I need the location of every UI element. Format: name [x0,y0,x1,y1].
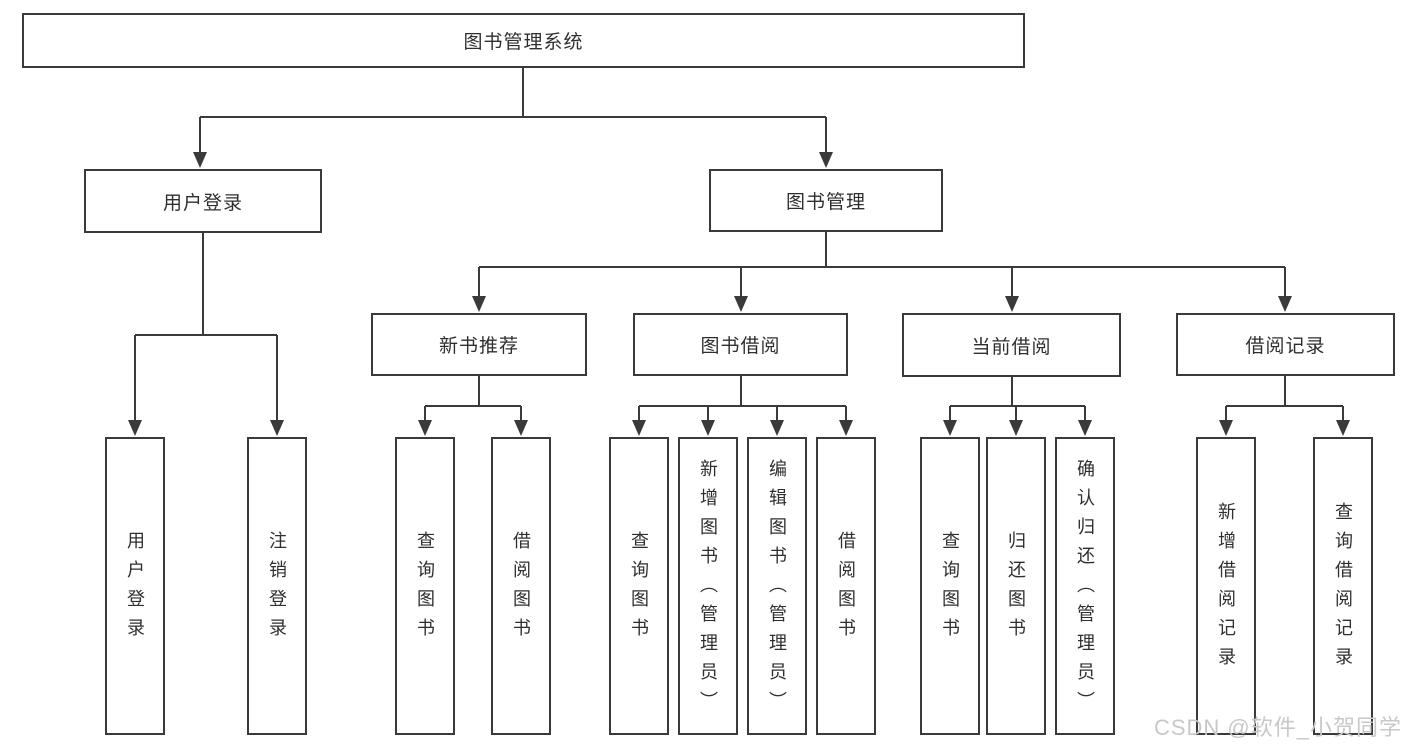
leaf-logout: 注销登录 [247,437,307,735]
leaf-add-borrow-record: 新增借阅记录 [1196,437,1256,735]
node-library-management-system: 图书管理系统 [22,13,1025,68]
leaf-user-login: 用户登录 [105,437,165,735]
leaf-query-borrow-record: 查询借阅记录 [1313,437,1373,735]
node-user-login: 用户登录 [84,169,322,233]
leaf-query-books-borrowing: 查询图书 [609,437,669,735]
leaf-borrow-books-recommend: 借阅图书 [491,437,551,735]
leaf-confirm-return-admin: 确认归还（管理员） [1055,437,1115,735]
leaf-borrow-books: 借阅图书 [816,437,876,735]
node-book-borrowing: 图书借阅 [633,313,848,376]
leaf-add-books-admin: 新增图书（管理员） [678,437,738,735]
leaf-return-books: 归还图书 [986,437,1046,735]
node-current-borrowing: 当前借阅 [902,313,1121,377]
node-new-book-recommendation: 新书推荐 [371,313,587,376]
node-borrowing-records: 借阅记录 [1176,313,1395,376]
leaf-query-books-recommend: 查询图书 [395,437,455,735]
leaf-query-books-current: 查询图书 [920,437,980,735]
node-book-management: 图书管理 [709,169,943,232]
leaf-edit-books-admin: 编辑图书（管理员） [747,437,807,735]
